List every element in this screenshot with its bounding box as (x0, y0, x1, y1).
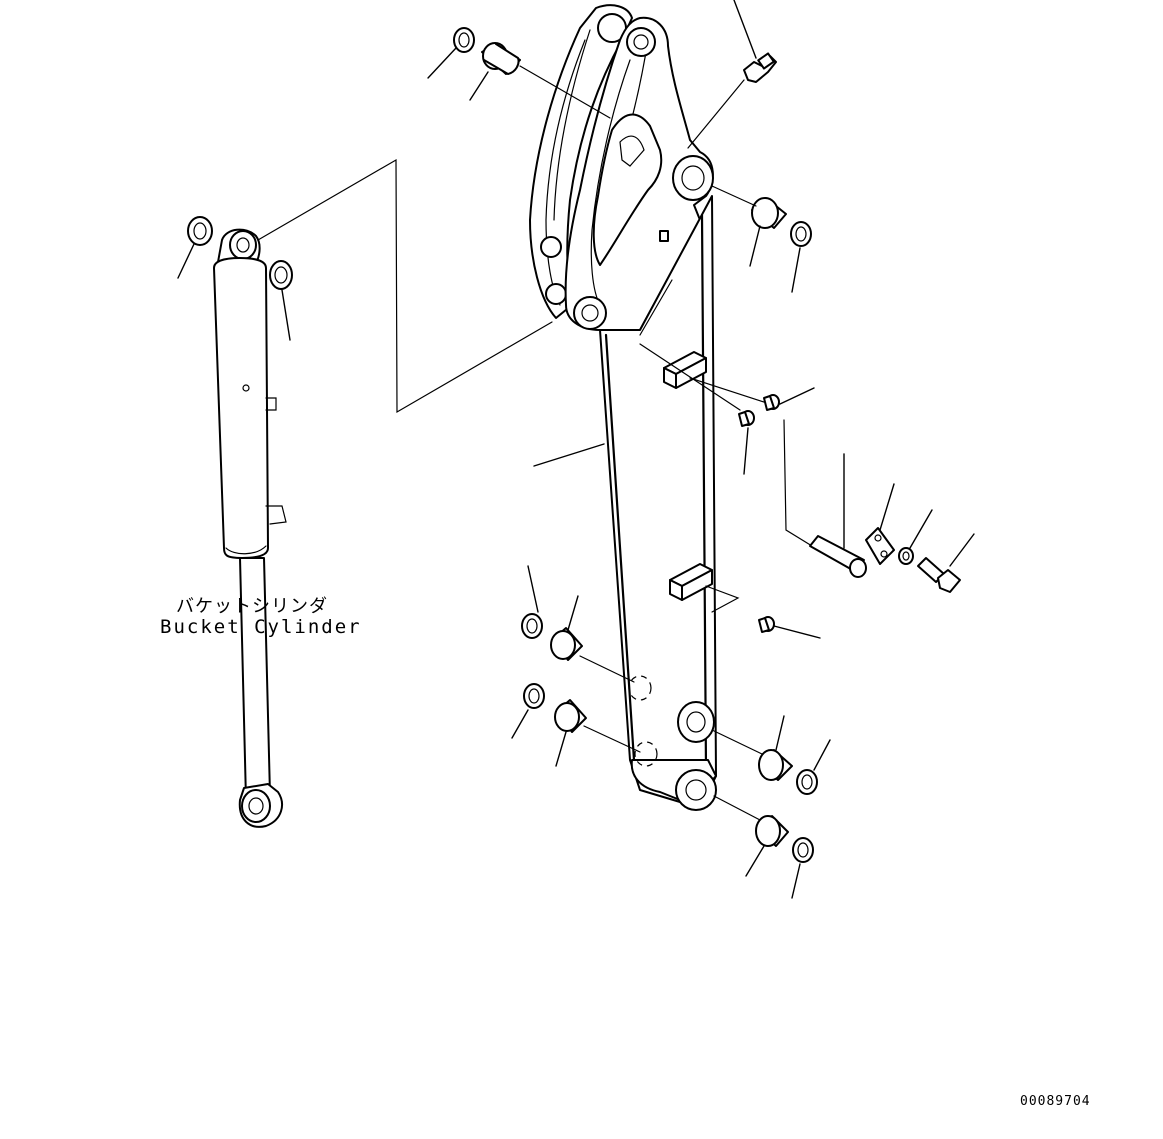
bushing-lower-right-1 (758, 749, 793, 781)
bucket-cylinder-label-jp: バケットシリンダ (176, 596, 328, 617)
bucket-cylinder-label-en: Bucket Cylinder (160, 616, 362, 638)
shim-lower-left-1 (521, 613, 543, 639)
bushing-lower-right-2 (755, 815, 789, 847)
stopper-bolt-2 (738, 410, 755, 427)
washer (898, 547, 914, 565)
stopper-bolt-3 (758, 616, 775, 633)
leader-lines (177, 0, 975, 899)
bushing-lower-left-2 (554, 699, 587, 733)
bolt (917, 557, 961, 593)
shim-lower-left-2 (523, 683, 545, 709)
bushing-lower-left-1 (550, 627, 583, 661)
stopper-block-lower (669, 563, 713, 601)
bucket-cylinder (213, 228, 287, 828)
cylinder-shim-right (269, 260, 293, 290)
grease-fitting (743, 52, 777, 83)
arm-assembly (529, 4, 717, 811)
lock-plate (865, 527, 895, 565)
cylinder-link-line (257, 158, 553, 414)
cylinder-barrel (213, 257, 269, 559)
bushing-head-right (751, 197, 787, 229)
drawing-number: 00089704 (1020, 1094, 1091, 1109)
bushing-top (481, 42, 521, 75)
stopper-block-upper (663, 351, 707, 389)
shim-head-right (790, 221, 812, 247)
cylinder-shim-left (187, 216, 213, 246)
arm-window (592, 113, 663, 266)
shim-top (453, 27, 475, 53)
stopper-bolt-1 (763, 394, 780, 411)
shim-lower-right-1 (796, 769, 818, 795)
pin (809, 535, 867, 578)
shim-lower-right-2 (792, 837, 814, 863)
